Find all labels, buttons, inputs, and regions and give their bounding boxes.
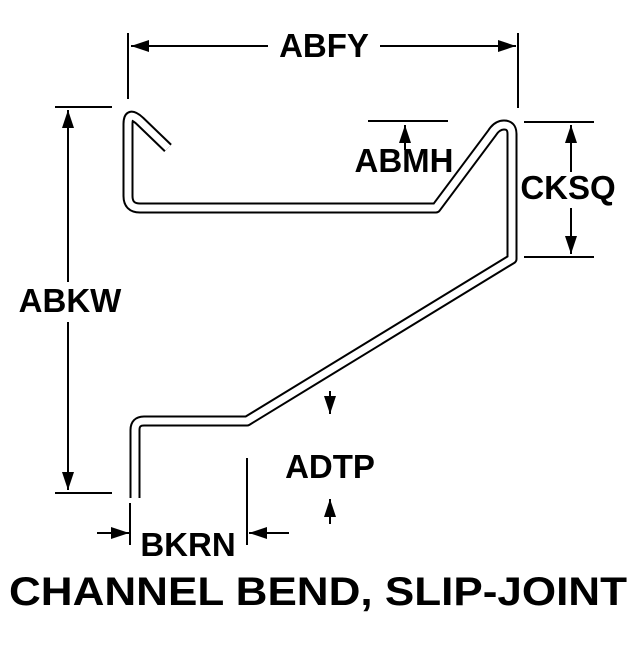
bkrn-label: BKRN	[140, 526, 235, 563]
abkw-label: ABKW	[19, 282, 122, 319]
abmh-label: ABMH	[355, 142, 454, 179]
dim-adtp: ADTP	[285, 391, 375, 524]
cksq-label: CKSQ	[520, 169, 615, 206]
dim-cksq: CKSQ	[520, 121, 616, 258]
dim-abmh: ABMH	[355, 120, 454, 179]
part-profile-outline	[122, 110, 518, 498]
part-profile	[122, 110, 518, 498]
abfy-label: ABFY	[279, 27, 369, 64]
dim-abkw: ABKW	[19, 106, 122, 494]
dim-bkrn: BKRN	[97, 458, 289, 563]
adtp-label: ADTP	[285, 448, 375, 485]
figure-title: CHANNEL BEND, SLIP-JOINT	[9, 570, 627, 614]
part-profile-inner	[124, 112, 516, 498]
dim-abfy: ABFY	[127, 27, 519, 108]
